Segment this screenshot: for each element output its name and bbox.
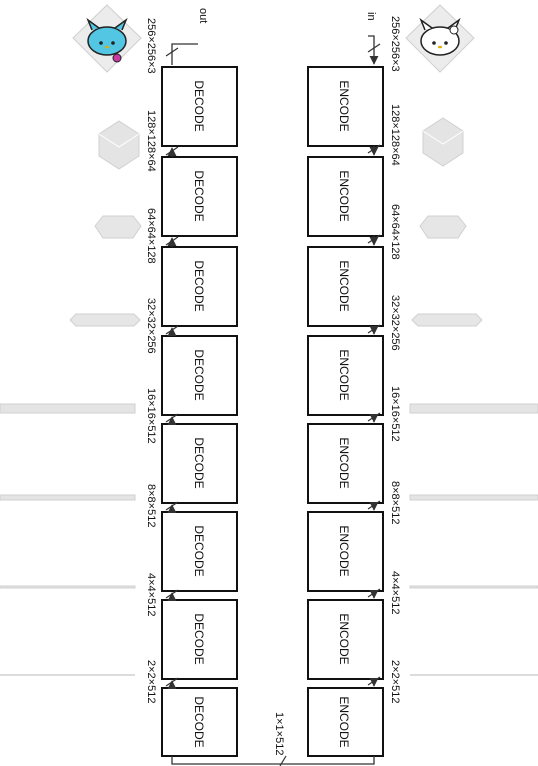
decode-block-2: DECODE <box>162 157 237 236</box>
svg-text:DECODE: DECODE <box>192 613 206 664</box>
encoder-dim-label-5: 16×16×512 <box>389 386 401 442</box>
decoder-output-wire <box>172 44 198 65</box>
encoder-dim-label-2: 128×128×64 <box>389 104 401 166</box>
bottleneck-label: 1×1×512 <box>273 712 285 755</box>
decoder-dim-label-8: 2×2×512 <box>145 660 157 703</box>
svg-text:ENCODE: ENCODE <box>337 170 351 221</box>
svg-text:ENCODE: ENCODE <box>337 260 351 311</box>
decoder-output-label: out <box>197 8 209 23</box>
bar-icon-left-8 <box>0 495 135 500</box>
decoder-dim-label-3: 64×64×128 <box>145 208 157 264</box>
encode-block-5: ENCODE <box>308 424 383 503</box>
encoder-dim-label-4: 32×32×256 <box>389 295 401 351</box>
decode-block-5: DECODE <box>162 424 237 503</box>
encoder-dim-label-6: 8×8×512 <box>389 481 401 524</box>
svg-text:ENCODE: ENCODE <box>337 80 351 131</box>
svg-text:DECODE: DECODE <box>192 437 206 488</box>
slab-icon-left-32 <box>70 314 140 326</box>
kitty-input-image-icon <box>406 5 474 72</box>
decode-block-7: DECODE <box>162 600 237 679</box>
encoder-dim-label-7: 4×4×512 <box>389 571 401 614</box>
decoder-dim-label-5: 16×16×512 <box>145 388 157 444</box>
decoder-dim-label-4: 32×32×256 <box>145 298 157 354</box>
svg-text:ENCODE: ENCODE <box>337 349 351 400</box>
decoder-dim-label-6: 8×8×512 <box>145 484 157 527</box>
cube-icon-128 <box>423 118 463 166</box>
decode-block-6: DECODE <box>162 512 237 591</box>
encoder-dim-label-8: 2×2×512 <box>389 660 401 703</box>
bar-icon-4 <box>410 586 538 588</box>
encoder-input-label: in <box>365 12 377 21</box>
encode-block-2: ENCODE <box>308 157 383 236</box>
bar-icon-8 <box>410 495 538 500</box>
bar-icon-16 <box>410 404 538 413</box>
bottleneck-wire <box>172 756 374 764</box>
decode-block-1: DECODE <box>162 67 237 146</box>
encode-block-8: ENCODE <box>308 688 383 756</box>
svg-text:DECODE: DECODE <box>192 696 206 747</box>
encode-block-7: ENCODE <box>308 600 383 679</box>
encode-block-6: ENCODE <box>308 512 383 591</box>
svg-text:DECODE: DECODE <box>192 260 206 311</box>
bar-icon-left-4 <box>0 586 135 588</box>
decoder-dim-label-7: 4×4×512 <box>145 573 157 616</box>
encode-block-3: ENCODE <box>308 247 383 326</box>
svg-text:DECODE: DECODE <box>192 170 206 221</box>
svg-text:ENCODE: ENCODE <box>337 613 351 664</box>
cube-icon-left-128 <box>99 121 139 169</box>
svg-text:DECODE: DECODE <box>192 349 206 400</box>
kitty-output-image-icon <box>73 5 141 72</box>
encode-block-4: ENCODE <box>308 336 383 415</box>
decode-block-8: DECODE <box>162 688 237 756</box>
encoder-dim-label-1: 256×256×3 <box>389 16 401 72</box>
svg-text:ENCODE: ENCODE <box>337 696 351 747</box>
svg-text:DECODE: DECODE <box>192 80 206 131</box>
encoder-dim-label-3: 64×64×128 <box>389 204 401 260</box>
decode-block-3: DECODE <box>162 247 237 326</box>
bar-icon-left-16 <box>0 404 135 413</box>
decoder-dim-label-2: 128×128×64 <box>145 110 157 172</box>
slab-icon-32 <box>412 314 482 326</box>
cube-icon-64 <box>420 216 466 238</box>
cube-icon-left-64 <box>95 216 141 238</box>
encode-block-1: ENCODE <box>308 67 383 146</box>
decode-block-4: DECODE <box>162 336 237 415</box>
svg-text:ENCODE: ENCODE <box>337 437 351 488</box>
svg-text:DECODE: DECODE <box>192 525 206 576</box>
svg-text:ENCODE: ENCODE <box>337 525 351 576</box>
decoder-dim-label-1: 256×256×3 <box>145 18 157 74</box>
